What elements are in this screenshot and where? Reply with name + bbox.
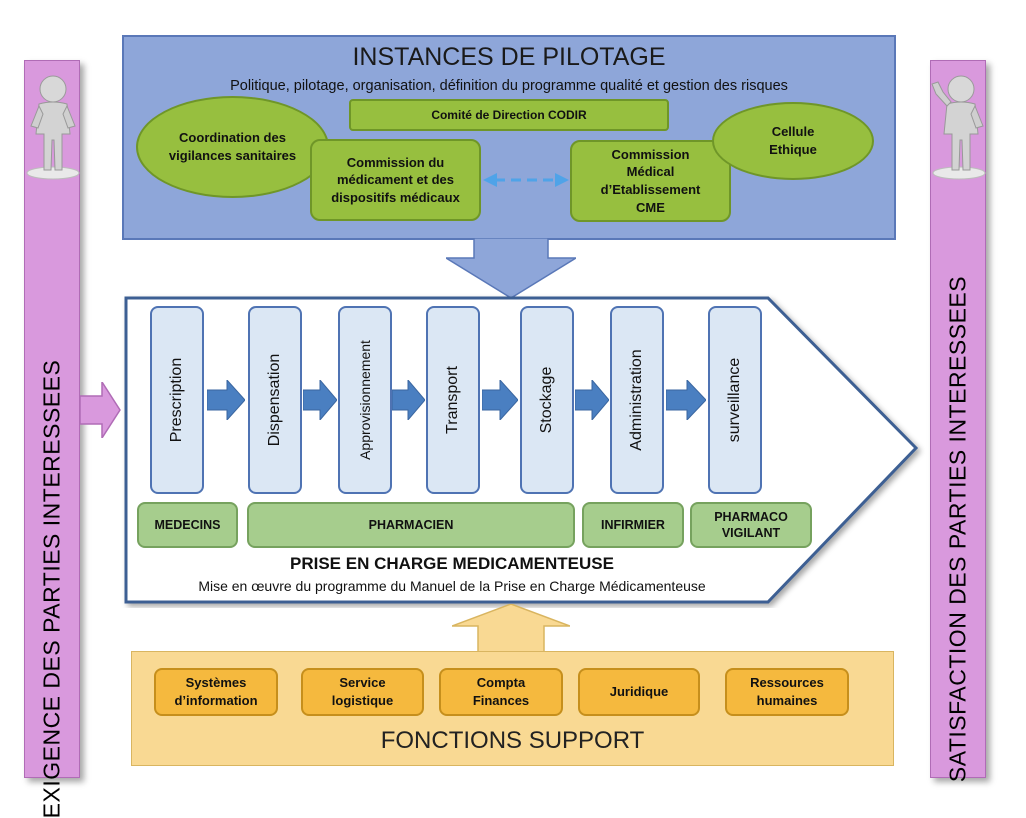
actor-infirmier: INFIRMIER	[582, 502, 684, 548]
left-bar-label: EXIGENCE DES PARTIES INTERESSEES	[38, 359, 65, 818]
arrow-right-icon	[575, 380, 609, 420]
process-subtitle: Mise en œuvre du programme du Manuel de …	[198, 578, 706, 594]
arrow-right-icon	[482, 380, 518, 420]
cme-box: Commission Médical d’Etablissement CME	[570, 140, 731, 222]
step-label: Dispensation	[266, 353, 283, 447]
arrow-right-icon	[392, 380, 425, 420]
step-surveillance: surveillance	[708, 306, 762, 494]
step-transport: Transport	[426, 306, 480, 494]
step-label: Administration	[628, 349, 645, 451]
pilotage-title: INSTANCES DE PILOTAGE	[352, 43, 666, 71]
up-arrow-icon	[452, 604, 570, 654]
right-bar-label: SATISFACTION DES PARTIES INTERESSEES	[944, 275, 971, 783]
arrow-right-icon	[303, 380, 337, 420]
process-title-wrap: PRISE EN CHARGE MEDICAMENTEUSE Mise en œ…	[126, 552, 778, 602]
vigilances-ellipse: Coordination des vigilances sanitaires	[136, 96, 329, 198]
bidirectional-arrow-icon	[483, 173, 569, 187]
person-thumbs-up-icon	[931, 75, 986, 180]
step-dispensation: Dispensation	[248, 306, 302, 494]
step-prescription: Prescription	[150, 306, 204, 494]
step-approvisionnement: Approvisionnement	[338, 306, 392, 494]
codir-box: Comité de Direction CODIR	[349, 99, 669, 131]
step-label: Transport	[444, 366, 461, 434]
actor-medecins: MEDECINS	[137, 502, 238, 548]
right-bar: SATISFACTION DES PARTIES INTERESSEES	[930, 60, 986, 782]
ethique-ellipse: Cellule Ethique	[712, 102, 874, 180]
actor-pharmacien: PHARMACIEN	[247, 502, 575, 548]
step-administration: Administration	[610, 306, 664, 494]
process-title: PRISE EN CHARGE MEDICAMENTEUSE	[290, 554, 614, 573]
support-ressources-humaines: Ressources humaines	[725, 668, 849, 716]
support-service-logistique: Service logistique	[301, 668, 424, 716]
left-arrow-icon	[80, 382, 121, 438]
commission-medicament-box: Commission du médicament et des disposit…	[310, 139, 481, 221]
support-compta-finances: Compta Finances	[439, 668, 563, 716]
arrow-right-icon	[666, 380, 706, 420]
pilotage-subtitle: Politique, pilotage, organisation, défin…	[230, 78, 788, 94]
step-label: surveillance	[726, 357, 743, 443]
step-label: Approvisionnement	[357, 340, 373, 460]
support-juridique: Juridique	[578, 668, 700, 716]
support-systemes-information: Systèmes d’information	[154, 668, 278, 716]
person-standing-icon	[26, 75, 80, 180]
step-label: Stockage	[538, 366, 555, 434]
down-arrow-icon	[446, 238, 576, 298]
support-title: FONCTIONS SUPPORT	[380, 727, 645, 754]
step-label: Prescription	[168, 357, 185, 443]
actor-pharmaco-vigilant: PHARMACO VIGILANT	[690, 502, 812, 548]
step-stockage: Stockage	[520, 306, 574, 494]
arrow-right-icon	[207, 380, 245, 420]
left-bar: EXIGENCE DES PARTIES INTERESSEES	[24, 60, 80, 818]
